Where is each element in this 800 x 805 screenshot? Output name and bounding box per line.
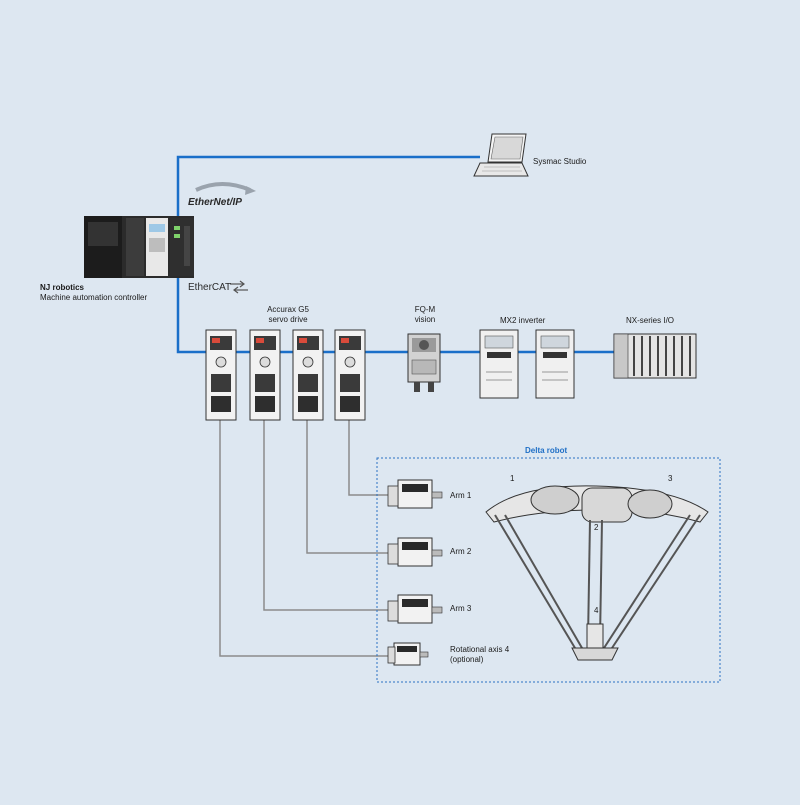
controller-title: NJ robotics <box>40 283 85 292</box>
vision-label: FQ-M vision <box>403 305 447 325</box>
arm-2-label: Arm 2 <box>450 547 472 556</box>
vision-sensor-icon <box>407 333 441 392</box>
ethernet-ip-logo: EtherNet/IP <box>188 197 242 208</box>
servo-drive-icon <box>205 329 366 421</box>
vision-label-line2: vision <box>414 315 436 324</box>
io-module-icon <box>613 333 697 379</box>
sysmac-studio-label: Sysmac Studio <box>533 157 587 166</box>
delta-robot-title: Delta robot <box>525 446 568 455</box>
servo-drive-label-line2: servo drive <box>268 315 308 324</box>
servo-drive-label: Accurax G5 servo drive <box>258 305 318 325</box>
ethercat-line <box>176 268 614 354</box>
rotational-axis-line1: Rotational axis 4 <box>450 645 510 654</box>
servo-cables <box>219 420 388 657</box>
rotational-axis-line2: (optional) <box>450 655 484 664</box>
arm-1-label: Arm 1 <box>450 491 472 500</box>
arm-number-1: 1 <box>510 474 515 483</box>
inverter-icon <box>479 329 575 399</box>
controller-subtitle: Machine automation controller <box>40 293 148 302</box>
ethernet-ip-line <box>176 155 480 218</box>
servo-motor-icon <box>387 479 443 666</box>
servo-drive-label-line1: Accurax G5 <box>267 305 309 314</box>
delta-robot-frame <box>376 457 721 683</box>
laptop-icon <box>473 133 529 177</box>
ethernet-ip-swoosh <box>195 182 256 195</box>
controller-icon <box>84 216 194 278</box>
ethercat-logo: EtherCAT <box>188 282 232 293</box>
rotational-axis-label: Rotational axis 4 (optional) <box>450 645 509 665</box>
vision-label-line1: FQ-M <box>414 305 436 314</box>
arm-number-4: 4 <box>594 606 599 615</box>
arm-number-2: 2 <box>594 523 599 532</box>
arm-number-3: 3 <box>668 474 673 483</box>
mx2-inverter-label: MX2 inverter <box>500 316 546 325</box>
delta-robot-icon <box>485 485 709 661</box>
nx-io-label: NX-series I/O <box>626 316 675 325</box>
arm-3-label: Arm 3 <box>450 604 472 613</box>
ethercat-arrows <box>230 280 248 294</box>
